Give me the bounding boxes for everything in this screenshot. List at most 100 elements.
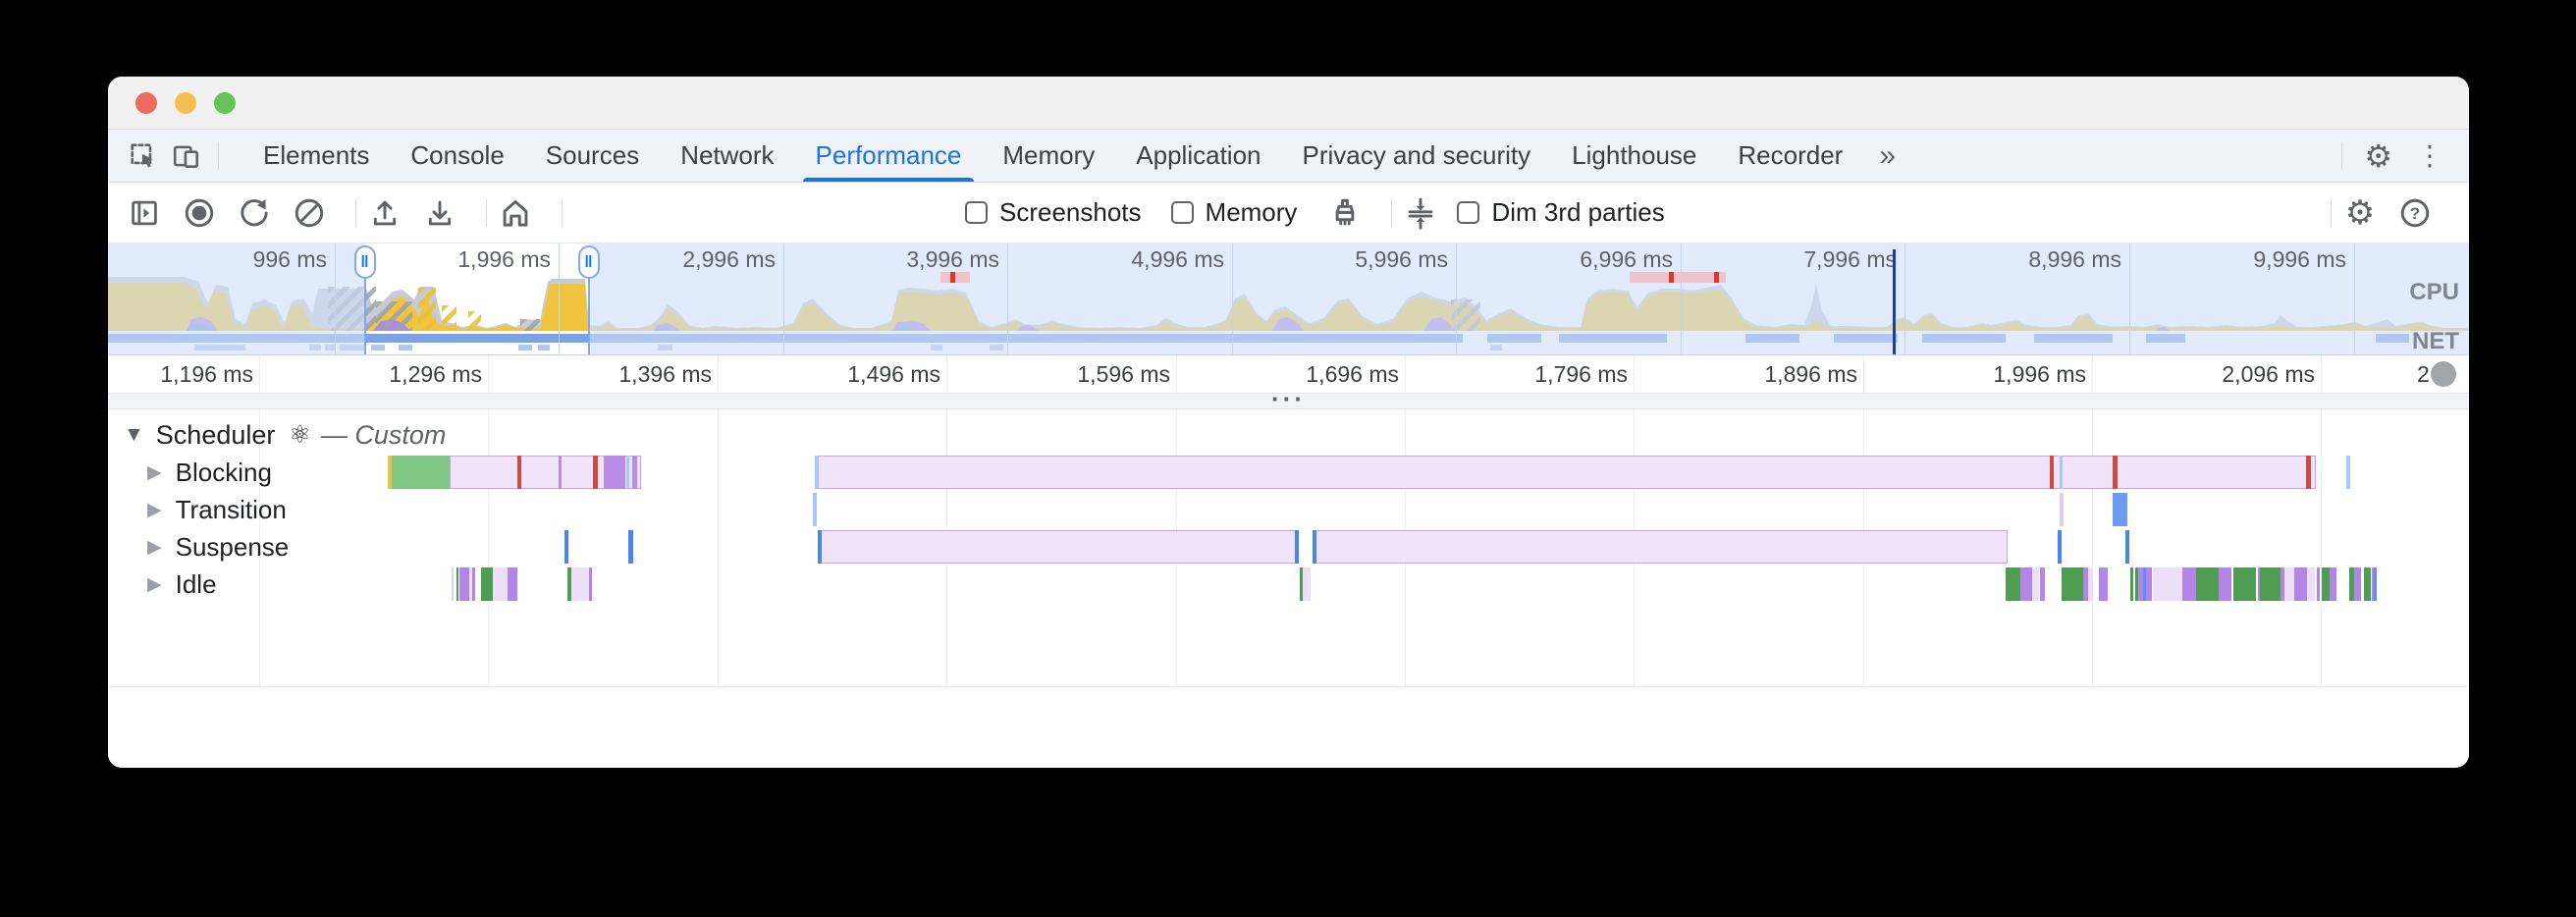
garbage-collect-icon[interactable] (1326, 194, 1364, 232)
clear-recording-button[interactable] (291, 194, 328, 232)
flame-bar[interactable] (604, 456, 625, 489)
flame-bar[interactable] (589, 567, 592, 601)
flame-bar[interactable] (2032, 567, 2039, 601)
flame-bar[interactable] (2346, 456, 2350, 489)
flame-bar[interactable] (2182, 567, 2196, 601)
flame-bar[interactable] (2354, 567, 2361, 601)
more-tabs-button[interactable]: » (1879, 138, 1897, 172)
flame-bar[interactable] (481, 567, 493, 601)
tab-application[interactable]: Application (1136, 140, 1261, 170)
download-profile-button[interactable] (421, 194, 458, 232)
flame-bar[interactable] (508, 567, 517, 601)
tab-recorder[interactable]: Recorder (1738, 140, 1844, 170)
flame-bar[interactable] (2260, 567, 2281, 601)
live-metrics-home-button[interactable] (497, 194, 534, 232)
flame-bar[interactable] (2372, 567, 2374, 601)
flame-bar[interactable] (813, 493, 817, 526)
selection-handle-right[interactable]: ‖ (578, 245, 600, 354)
flame-bar[interactable] (559, 456, 562, 489)
flame-bar[interactable] (2088, 567, 2093, 601)
flame-bar[interactable] (818, 530, 822, 564)
flame-bar[interactable] (2219, 567, 2231, 601)
flame-bar[interactable] (2050, 456, 2054, 489)
tab-memory[interactable]: Memory (1002, 140, 1096, 170)
flame-bar[interactable] (2062, 567, 2083, 601)
checkbox-box[interactable] (1170, 201, 1194, 224)
device-toolbar-icon[interactable] (165, 136, 208, 176)
flame-bar[interactable] (1313, 530, 1316, 564)
flame-bar[interactable] (2130, 567, 2133, 601)
flame-bar[interactable] (2099, 567, 2108, 601)
zoom-button[interactable] (214, 92, 236, 114)
flame-bar[interactable] (593, 456, 598, 489)
close-button[interactable] (135, 92, 157, 114)
handle-grip-icon[interactable]: ‖ (354, 245, 376, 279)
minimize-button[interactable] (175, 92, 196, 114)
flame-bar[interactable] (2153, 567, 2182, 601)
flame-bar[interactable] (2258, 567, 2260, 601)
expand-triangle-icon[interactable]: ▶ (147, 461, 162, 483)
flame-bar[interactable] (2113, 493, 2127, 526)
overview-playhead[interactable] (1893, 249, 1896, 354)
flame-bar[interactable] (1295, 530, 1299, 564)
flame-bar[interactable] (2135, 567, 2138, 601)
track-label-transition[interactable]: ▶Transition (147, 492, 287, 527)
scheduler-group-header[interactable]: ▼ Scheduler ⚛ — Custom (124, 420, 446, 450)
flame-bar[interactable] (493, 567, 508, 601)
flame-bar[interactable] (632, 456, 637, 489)
track-label-idle[interactable]: ▶Idle (147, 566, 217, 602)
flame-bar[interactable] (1303, 567, 1311, 601)
flame-bar[interactable] (469, 567, 472, 601)
collapse-triangle-icon[interactable]: ▼ (124, 423, 144, 446)
flame-bar[interactable] (2233, 567, 2256, 601)
toggle-sidebar-button[interactable] (126, 194, 163, 232)
flame-bar[interactable] (2284, 567, 2294, 601)
flame-bar[interactable] (517, 456, 521, 489)
track-config-strip[interactable]: ··· (108, 386, 2469, 411)
expand-triangle-icon[interactable]: ▶ (147, 573, 162, 595)
screenshots-checkbox[interactable]: Screenshots (965, 197, 1142, 228)
flame-bar[interactable] (2006, 567, 2020, 601)
checkbox-box[interactable] (1457, 201, 1480, 224)
flame-bar[interactable] (815, 456, 819, 489)
flame-bar[interactable] (2020, 567, 2032, 601)
flame-bar[interactable] (1300, 567, 1303, 601)
tab-network[interactable]: Network (680, 140, 775, 170)
flame-bar[interactable] (1313, 530, 2008, 564)
flame-bar[interactable] (628, 530, 633, 564)
record-and-reload-button[interactable] (236, 194, 273, 232)
macos-titlebar[interactable] (108, 77, 2469, 130)
flame-bar[interactable] (2317, 567, 2320, 601)
flame-chart[interactable]: ▼ Scheduler ⚛ — Custom ▶Blocking▶Transit… (108, 409, 2469, 687)
flame-bar[interactable] (2143, 567, 2146, 601)
kebab-menu-icon[interactable]: ⋮ (2416, 139, 2443, 171)
flame-bar[interactable] (452, 567, 454, 601)
inspect-element-icon[interactable] (122, 136, 165, 176)
flame-bar[interactable] (2058, 530, 2062, 564)
flame-bar[interactable] (626, 456, 629, 489)
tab-privacy-and-security[interactable]: Privacy and security (1302, 140, 1531, 170)
flame-bar[interactable] (2322, 567, 2330, 601)
compress-tracks-icon[interactable] (1402, 194, 1439, 232)
flame-bar[interactable] (2083, 567, 2088, 601)
help-icon[interactable]: ? (2396, 194, 2434, 232)
flame-bar[interactable] (2330, 567, 2336, 601)
expand-triangle-icon[interactable]: ▶ (147, 536, 162, 558)
selection-handle-left[interactable]: ‖ (354, 245, 376, 354)
expand-triangle-icon[interactable]: ▶ (147, 499, 162, 520)
flame-bar[interactable] (472, 567, 475, 601)
flame-bar[interactable] (2040, 567, 2045, 601)
flame-bar[interactable] (2060, 456, 2063, 489)
flame-bar[interactable] (571, 567, 589, 601)
flame-bar[interactable] (2113, 456, 2118, 489)
tab-elements[interactable]: Elements (263, 140, 370, 170)
flame-bar[interactable] (2281, 567, 2284, 601)
dim-3rd-parties-checkbox[interactable]: Dim 3rd parties (1457, 197, 1665, 228)
track-label-suspense[interactable]: ▶Suspense (147, 529, 289, 565)
flame-bar[interactable] (2307, 567, 2315, 601)
tab-performance[interactable]: Performance (795, 130, 983, 182)
tab-lighthouse[interactable]: Lighthouse (1572, 140, 1697, 170)
record-button[interactable] (181, 194, 218, 232)
memory-checkbox[interactable]: Memory (1170, 197, 1297, 228)
